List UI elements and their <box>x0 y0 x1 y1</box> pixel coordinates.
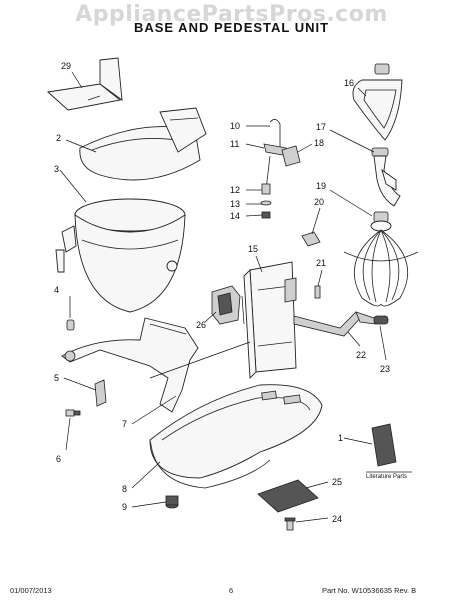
part-16-flat-beater[interactable] <box>352 63 403 141</box>
callout-23: 23 <box>380 364 390 374</box>
callout-21: 21 <box>316 258 326 268</box>
part-13-washer[interactable] <box>260 200 272 206</box>
diagram-title: BASE AND PEDESTAL UNIT <box>133 20 330 35</box>
callout-8: 8 <box>122 484 127 494</box>
part-6-screw[interactable] <box>65 409 81 417</box>
part-1-literature[interactable] <box>366 423 412 473</box>
callout-14: 14 <box>230 211 240 221</box>
part-26-lift-bracket[interactable] <box>211 285 241 325</box>
part-9-foot[interactable] <box>165 495 179 509</box>
callout-10: 10 <box>230 121 240 131</box>
part-18-lever-bracket[interactable] <box>281 145 301 167</box>
footer-date: 01/007/2013 <box>10 586 52 595</box>
callout-18: 18 <box>314 138 324 148</box>
callout-20: 20 <box>314 197 324 207</box>
part-2-bowl-cover[interactable] <box>79 107 207 181</box>
callout-9: 9 <box>122 502 127 512</box>
part-7-bowl-support[interactable] <box>61 317 199 413</box>
part-12-spring[interactable] <box>261 183 271 195</box>
callout-7: 7 <box>122 419 127 429</box>
callout-1: 1 <box>338 433 343 443</box>
part-20-nut[interactable] <box>301 231 321 247</box>
footer-part-number: Part No. W10536635 Rev. B <box>322 586 417 595</box>
part-14-screw[interactable] <box>261 211 271 219</box>
part-8-base[interactable] <box>149 384 323 489</box>
part-24-screw[interactable] <box>284 517 296 531</box>
part-15-pedestal[interactable] <box>243 261 297 380</box>
callout-12: 12 <box>230 185 240 195</box>
callout-4: 4 <box>54 285 59 295</box>
part-17-dough-hook[interactable] <box>371 147 401 207</box>
part-25-bottom-plate[interactable] <box>257 479 319 513</box>
part-29-pouring-shield[interactable] <box>46 57 123 111</box>
part-19-wire-whip[interactable] <box>343 211 419 307</box>
callout-19: 19 <box>316 181 326 191</box>
callout-5: 5 <box>54 373 59 383</box>
callout-26: 26 <box>196 320 206 330</box>
part-23-handle-knob[interactable] <box>373 315 389 325</box>
part-22-lever[interactable] <box>293 311 377 337</box>
part-5-bracket[interactable] <box>94 379 107 407</box>
part-3-mixing-bowl[interactable] <box>55 198 186 313</box>
callout-29: 29 <box>61 61 71 71</box>
callout-11: 11 <box>230 139 239 149</box>
part-21-pin[interactable] <box>314 285 321 299</box>
callout-2: 2 <box>56 133 61 143</box>
leader-lines <box>59 71 387 523</box>
callout-16: 16 <box>344 78 354 88</box>
watermark: AppliancePartsPros.com <box>75 2 388 27</box>
callout-22: 22 <box>356 350 366 360</box>
footer-page: 6 <box>229 586 234 595</box>
callout-15: 15 <box>248 244 258 254</box>
callout-25: 25 <box>332 477 342 487</box>
literature-label: Literature Parts <box>366 474 407 480</box>
callout-24: 24 <box>332 514 342 524</box>
callout-17: 17 <box>316 122 326 132</box>
callout-6: 6 <box>56 454 61 464</box>
callout-3: 3 <box>54 164 59 174</box>
callout-13: 13 <box>230 199 240 209</box>
callout-numbers: 29 2 3 4 5 6 7 8 9 10 11 12 13 14 15 16 … <box>54 61 390 524</box>
part-4-pin[interactable] <box>66 319 75 331</box>
